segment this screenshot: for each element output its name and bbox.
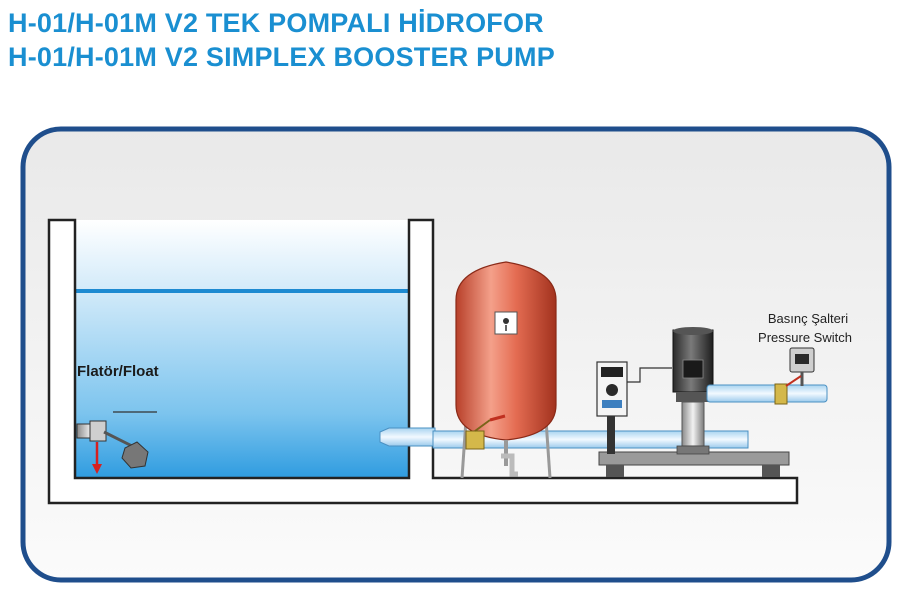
- pressure-switch: [785, 347, 815, 387]
- vertical-pump: [672, 327, 714, 455]
- water-reservoir: [47, 218, 799, 505]
- title-turkish: H-01/H-01M V2 TEK POMPALI HİDROFOR: [8, 8, 544, 38]
- tank-valve: [465, 414, 506, 450]
- control-panel: [596, 361, 672, 417]
- float-valve: [76, 420, 149, 474]
- pump-skid: [598, 416, 790, 477]
- title-english: H-01/H-01M V2 SIMPLEX BOOSTER PUMP: [8, 42, 555, 72]
- pressure-tank: [455, 261, 557, 479]
- float-label: Flatör/Float: [77, 363, 159, 380]
- reservoir-water: [75, 220, 409, 478]
- reservoir-wall: [47, 218, 799, 505]
- discharge-valve: [774, 383, 788, 405]
- pressure-switch-label-en: Pressure Switch: [758, 330, 852, 345]
- discharge-pipe: [706, 384, 828, 403]
- pressure-switch-label-tr: Basınç Şalteri: [768, 311, 848, 326]
